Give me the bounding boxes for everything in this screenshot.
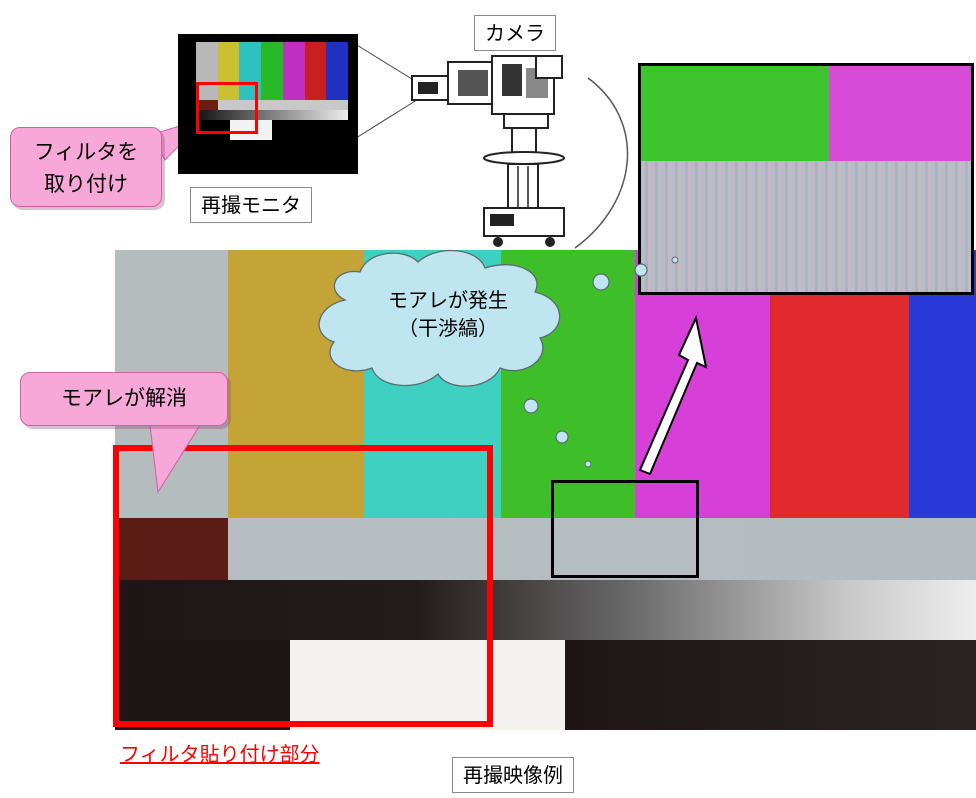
- bottom-black-right: [565, 640, 976, 730]
- cloud-text-line2: （干渉縞）: [398, 316, 498, 340]
- moire-sample-frame: [551, 480, 699, 578]
- camera-cable: [574, 77, 629, 249]
- zoom-green: [641, 66, 829, 161]
- thumb-ramp: [196, 110, 348, 120]
- callout-moire-resolved: モアレが解消: [20, 372, 228, 426]
- thumb-bar: [261, 42, 283, 100]
- thumb-strip-dark: [196, 100, 218, 110]
- monitor-label: 再撮モニタ: [190, 187, 312, 223]
- moire-cloud: モアレが発生 （干渉縞）: [328, 286, 568, 342]
- thumb-white: [230, 120, 272, 140]
- thumb-strip: [196, 100, 348, 110]
- bubble: [555, 430, 569, 444]
- zoom-magenta: [829, 66, 971, 161]
- callout-filter-attach: フィルタを 取り付け: [10, 127, 162, 207]
- thumb-bar: [326, 42, 349, 100]
- moire-zoom-inset: [638, 63, 974, 295]
- bubble: [584, 460, 592, 468]
- strip-gray: [228, 518, 976, 580]
- callout-filter-line1: フィルタを: [33, 140, 139, 164]
- filter-area-caption: フィルタ貼り付け部分: [120, 742, 320, 766]
- thumb-bar: [217, 42, 240, 100]
- bar-blue: [909, 250, 976, 520]
- connector-line-bottom: [355, 97, 421, 139]
- camera-label: カメラ: [474, 15, 556, 51]
- thumb-bar: [304, 42, 327, 100]
- camera-icon: [411, 55, 565, 247]
- gray-ramp: [115, 580, 976, 640]
- bubble: [592, 273, 610, 291]
- strip-dark-red: [115, 518, 228, 580]
- zoom-arrow: [638, 314, 708, 476]
- thumb-filter-frame: [196, 82, 258, 134]
- callout-filter-line2: 取り付け: [44, 172, 128, 196]
- cloud-text-line1: モアレが発生: [388, 288, 508, 312]
- moire-cloud-shape: [318, 249, 561, 387]
- thumb-bar: [282, 42, 305, 100]
- bubble: [671, 256, 679, 264]
- bubble: [523, 398, 539, 414]
- example-label: 再撮映像例: [452, 757, 574, 793]
- callout-pointer: [149, 424, 201, 494]
- callout-moire-resolved-text: モアレが解消: [61, 386, 187, 410]
- bubble: [634, 263, 648, 277]
- connector-line-top: [351, 41, 421, 85]
- bottom-black-left: [115, 640, 290, 730]
- zoom-moire-gray: [641, 161, 971, 292]
- filter-area-frame: [113, 445, 493, 727]
- bar-red: [770, 250, 909, 520]
- bar-magenta: [635, 250, 770, 520]
- monitor-thumbnail: [178, 34, 358, 174]
- bottom-white: [290, 640, 565, 730]
- thumb-bar: [196, 42, 218, 100]
